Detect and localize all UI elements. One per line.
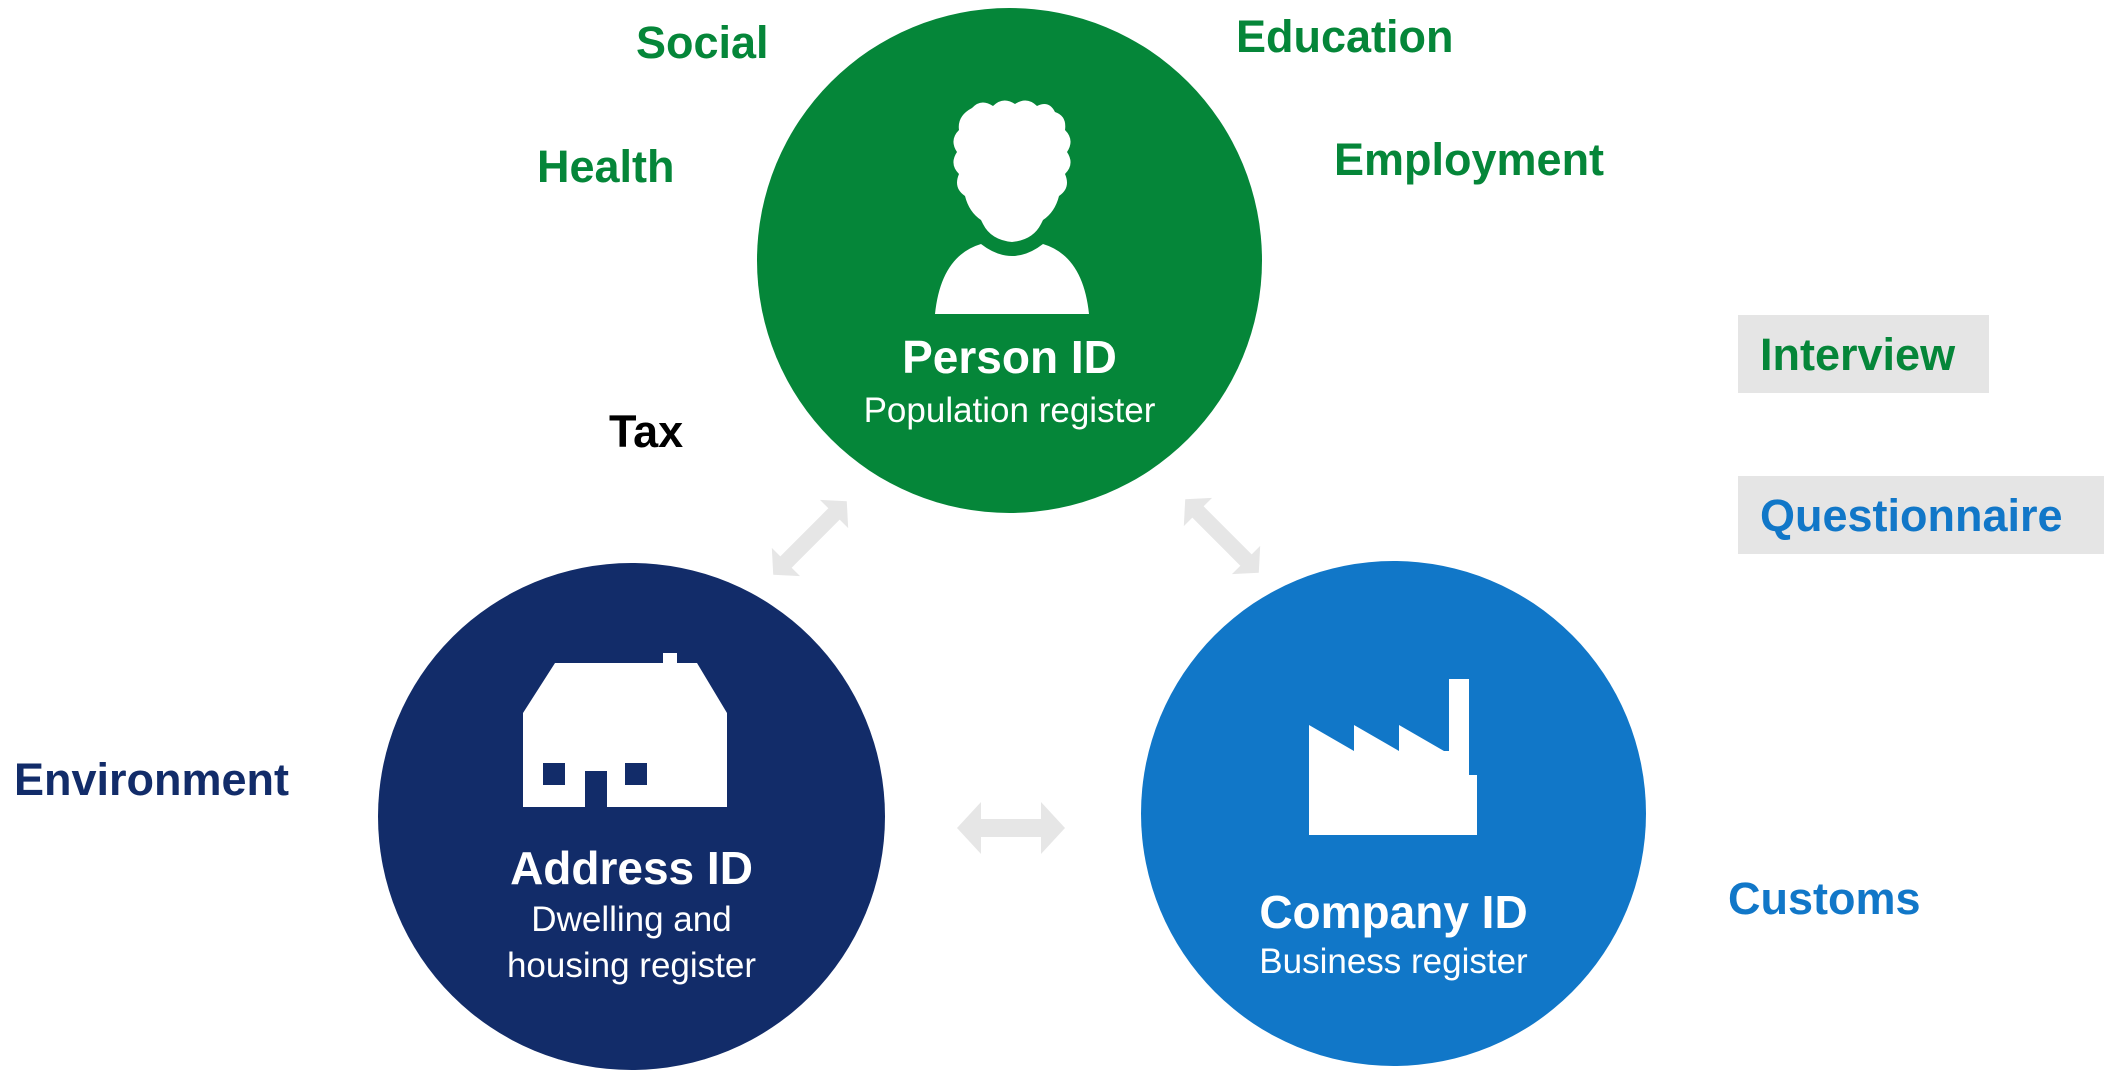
company-id-circle: Company ID Business register	[1141, 561, 1646, 1066]
label-health: Health	[537, 141, 675, 192]
label-customs: Customs	[1728, 873, 1921, 924]
company-id-title: Company ID	[1259, 886, 1528, 938]
house-icon	[523, 653, 727, 807]
label-environment: Environment	[14, 754, 290, 805]
double-arrow-person-address	[771, 499, 849, 577]
tag-interview: Interview	[1738, 315, 1989, 393]
person-id-subtitle: Population register	[863, 391, 1156, 430]
person-icon	[935, 100, 1089, 314]
person-id-circle: Person ID Population register	[757, 8, 1262, 513]
address-id-circle: Address ID Dwelling and housing register	[378, 563, 885, 1070]
company-id-subtitle: Business register	[1259, 942, 1528, 981]
address-id-title: Address ID	[510, 842, 753, 894]
person-id-title: Person ID	[902, 331, 1117, 383]
label-tax: Tax	[609, 406, 684, 457]
label-education: Education	[1236, 11, 1454, 62]
double-arrow-address-company	[957, 802, 1065, 854]
label-social: Social	[636, 17, 769, 68]
double-arrow-person-company	[1183, 497, 1261, 575]
factory-icon	[1309, 679, 1477, 835]
tag-questionnaire: Questionnaire	[1738, 476, 2104, 554]
label-employment: Employment	[1334, 134, 1605, 185]
address-id-subtitle-line1: Dwelling and	[531, 900, 732, 939]
address-id-subtitle-line2: housing register	[506, 946, 757, 985]
